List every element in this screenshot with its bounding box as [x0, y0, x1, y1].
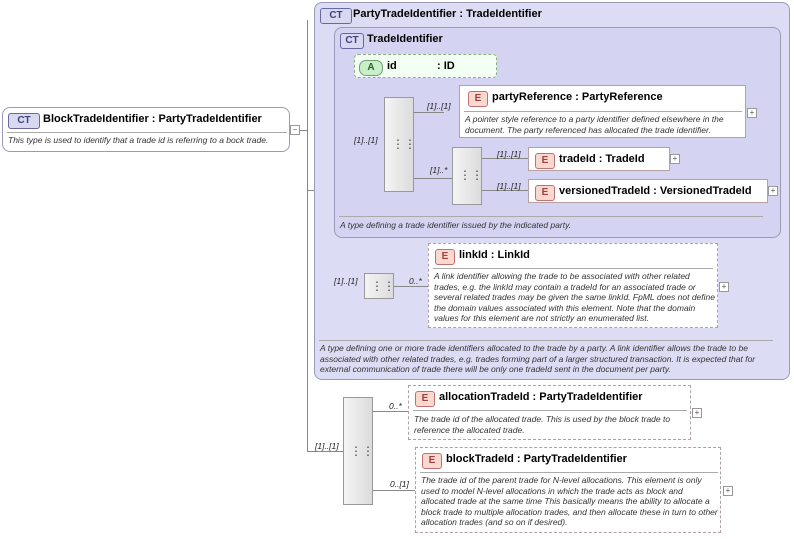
divider: [7, 132, 287, 133]
connector: [414, 178, 452, 179]
choice-compositor[interactable]: [452, 147, 482, 205]
element-name: linkId : LinkId: [459, 249, 530, 261]
element-name: blockTradeId : PartyTradeIdentifier: [446, 453, 627, 465]
choice-icon: ⋮⋮: [459, 168, 483, 182]
attribute-id[interactable]: A id : ID: [354, 54, 497, 78]
complex-type-badge: CT: [320, 8, 352, 24]
complex-type-badge: CT: [8, 113, 40, 129]
connector: [482, 158, 528, 159]
sequence-compositor[interactable]: [364, 273, 394, 299]
element-badge: E: [535, 153, 555, 169]
sequence-icon: ⋮⋮: [350, 444, 374, 458]
sequence-compositor[interactable]: [343, 397, 373, 505]
block-trade-id-element[interactable]: E blockTradeId : PartyTradeIdentifier Th…: [415, 447, 721, 533]
sequence-icon: ⋮⋮: [371, 279, 395, 293]
element-badge: E: [422, 453, 442, 469]
complex-type-badge: CT: [340, 33, 364, 49]
element-badge: E: [415, 391, 435, 407]
connector: [373, 490, 415, 491]
trade-id-element[interactable]: E tradeId : TradeId: [528, 147, 670, 171]
sequence-compositor[interactable]: [384, 97, 414, 192]
occurrence-label: [1]..[1]: [315, 441, 339, 451]
expand-icon[interactable]: +: [670, 154, 680, 164]
outer-type-name: PartyTradeIdentifier : TradeIdentifier: [353, 8, 542, 20]
occurrence-label: [1]..[1]: [497, 181, 521, 191]
connector: [414, 112, 444, 113]
divider: [464, 111, 742, 112]
connector: [482, 190, 528, 191]
element-badge: E: [435, 249, 455, 265]
inner-type-doc: A type defining a trade identifier issue…: [340, 220, 572, 230]
expand-icon[interactable]: +: [768, 186, 778, 196]
divider: [339, 216, 763, 217]
collapse-icon[interactable]: −: [290, 125, 300, 135]
element-name: versionedTradeId : VersionedTradeId: [559, 185, 752, 197]
element-doc: A pointer style reference to a party ide…: [465, 114, 724, 135]
divider: [413, 410, 687, 411]
occurrence-label: [1]..[1]: [354, 135, 378, 145]
element-name: partyReference : PartyReference: [492, 91, 663, 103]
connector: [307, 20, 308, 452]
expand-icon[interactable]: +: [747, 108, 757, 118]
connector: [373, 411, 408, 412]
expand-icon[interactable]: +: [692, 408, 702, 418]
occurrence-label: 0..*: [389, 401, 402, 411]
element-badge: E: [535, 185, 555, 201]
element-doc: The trade id of the allocated trade. Thi…: [414, 414, 671, 435]
occurrence-label: [1]..[1]: [334, 276, 358, 286]
link-id-element[interactable]: E linkId : LinkId A link identifier allo…: [428, 243, 718, 328]
versioned-trade-id-element[interactable]: E versionedTradeId : VersionedTradeId: [528, 179, 768, 203]
outer-type-doc: A type defining one or more trade identi…: [320, 343, 756, 374]
occurrence-label: [1]..[1]: [497, 149, 521, 159]
occurrence-label: [1]..[1]: [427, 101, 451, 111]
party-reference-element[interactable]: E partyReference : PartyReference A poin…: [459, 85, 746, 138]
occurrence-label: [1]..*: [430, 165, 448, 175]
sequence-icon: ⋮⋮: [392, 137, 416, 151]
element-badge: E: [468, 91, 488, 107]
divider: [433, 268, 713, 269]
attribute-type: : ID: [437, 60, 455, 72]
root-doc: This type is used to identify that a tra…: [8, 135, 269, 145]
allocation-trade-id-element[interactable]: E allocationTradeId : PartyTradeIdentifi…: [408, 385, 691, 440]
expand-icon[interactable]: +: [719, 282, 729, 292]
attribute-badge: A: [359, 60, 383, 76]
root-type-name: BlockTradeIdentifier : PartyTradeIdentif…: [43, 113, 262, 125]
expand-icon[interactable]: +: [723, 486, 733, 496]
connector: [394, 286, 428, 287]
divider: [420, 472, 718, 473]
attribute-name: id: [387, 60, 397, 72]
divider: [319, 340, 773, 341]
occurrence-label: 0..[1]: [390, 479, 409, 489]
connector: [307, 451, 343, 452]
element-doc: A link identifier allowing the trade to …: [434, 271, 715, 323]
root-type-box[interactable]: CT BlockTradeIdentifier : PartyTradeIden…: [2, 107, 290, 152]
occurrence-label: 0..*: [409, 276, 422, 286]
element-doc: The trade id of the parent trade for N-l…: [421, 475, 718, 527]
element-name: tradeId : TradeId: [559, 153, 645, 165]
inner-type-name: TradeIdentifier: [367, 33, 443, 45]
element-name: allocationTradeId : PartyTradeIdentifier: [439, 391, 643, 403]
